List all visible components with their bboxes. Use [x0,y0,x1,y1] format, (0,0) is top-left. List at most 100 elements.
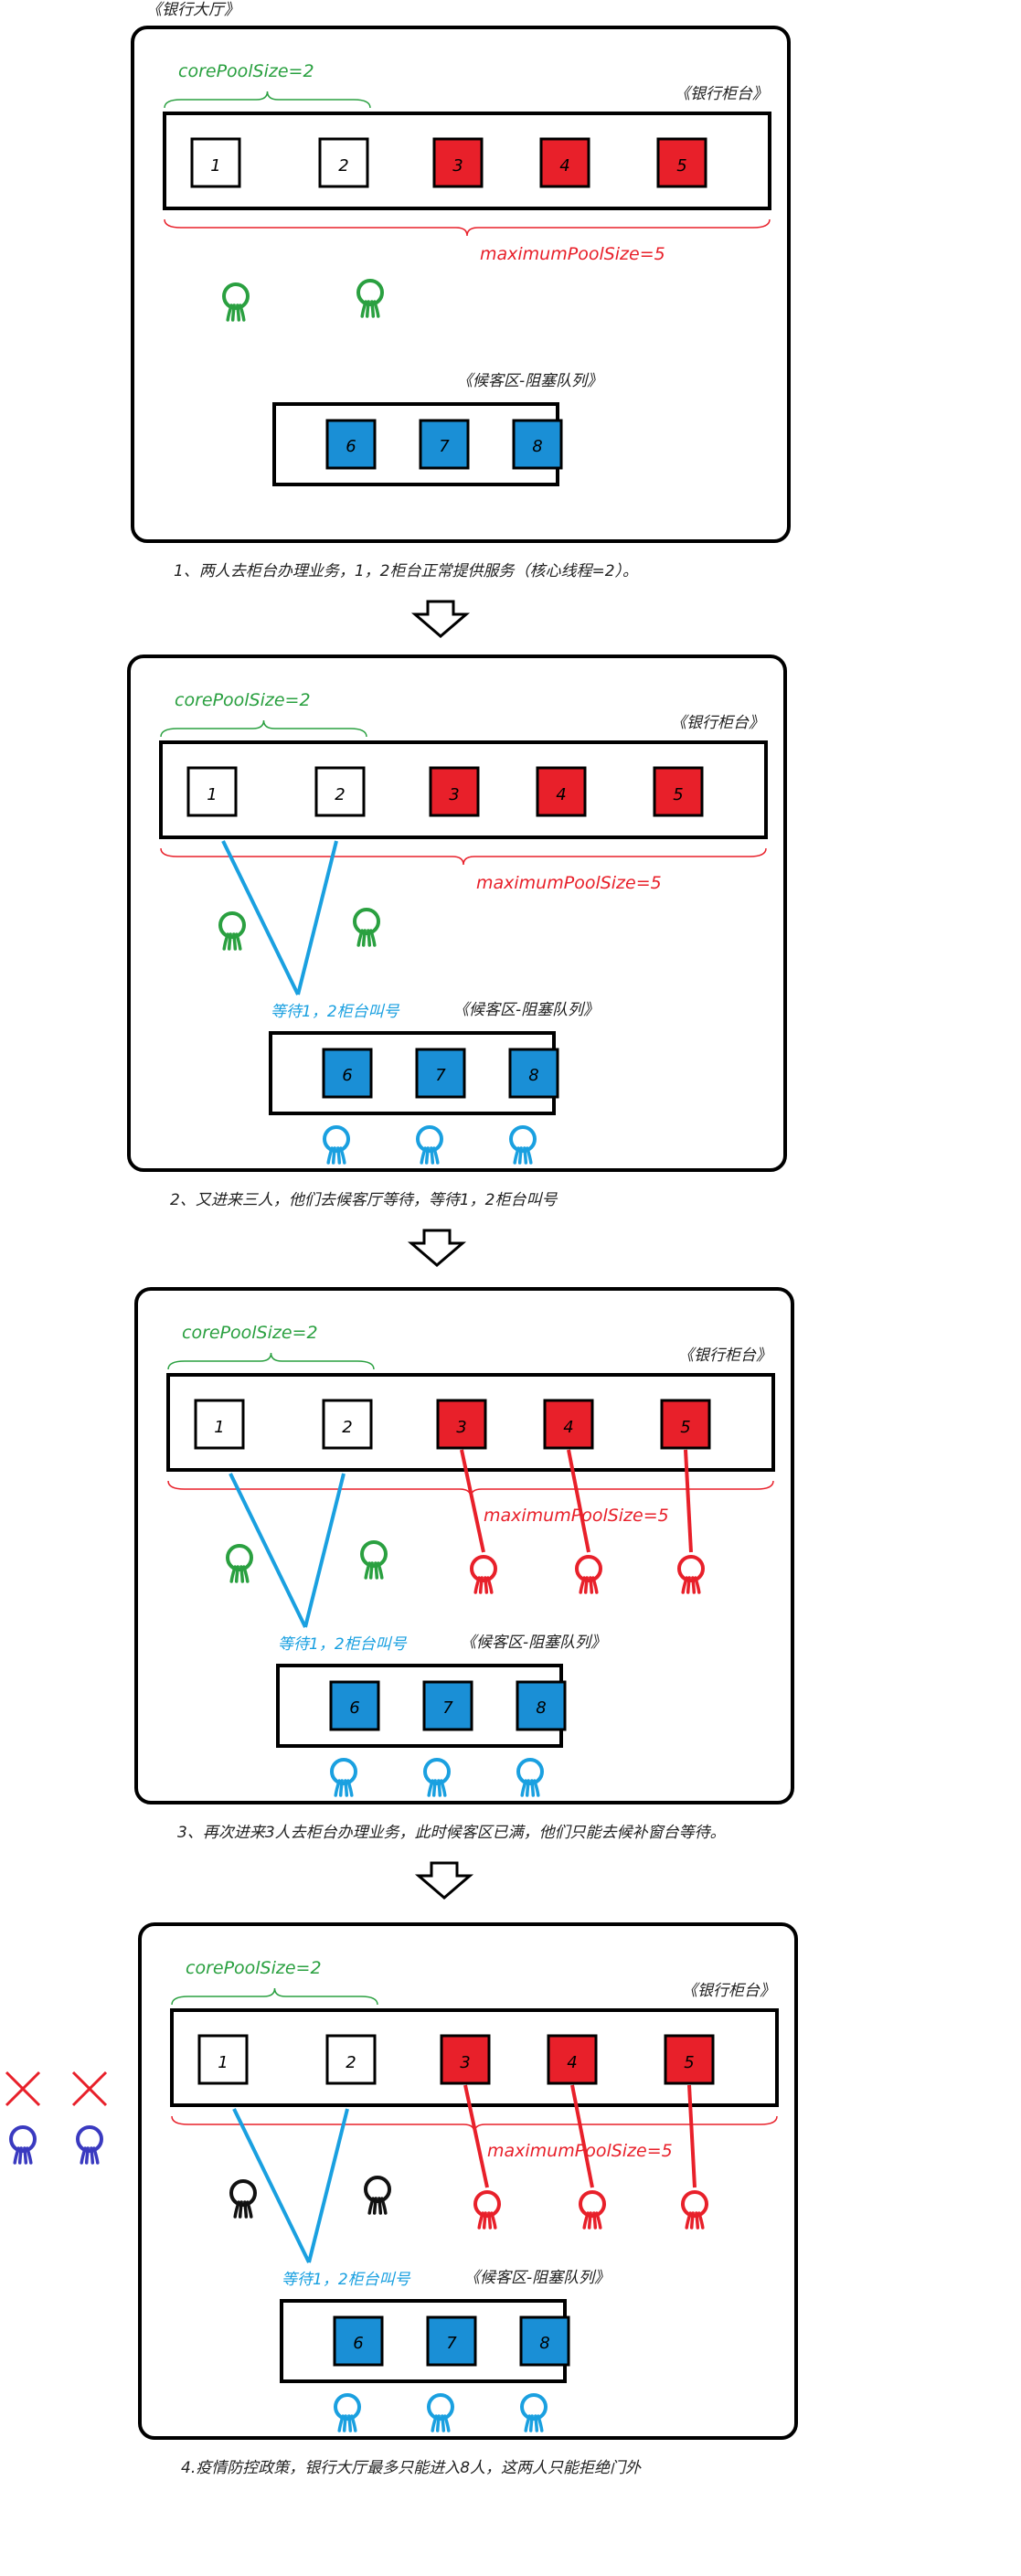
core-pool-label: corePoolSize=2 [182,1323,318,1343]
counter-number: 1 [214,1418,224,1437]
wait-line [232,2108,311,2263]
counter-number: 1 [210,156,220,176]
counter-5 [653,766,704,817]
counter-1 [186,766,238,817]
counter-number: 3 [452,156,463,176]
queue-number: 7 [435,1066,446,1085]
counter-number: 4 [556,785,566,804]
customer-icon [473,2190,501,2230]
hall-frame [138,1922,798,2440]
customer-icon [229,2179,257,2219]
customer-icon [470,1555,497,1594]
customer-icon [330,1758,357,1797]
counter-number: 3 [449,785,459,804]
counter-3 [429,766,480,817]
queue-number: 6 [349,1698,359,1718]
counter-4 [543,1399,594,1450]
max-pool-brace [164,218,771,237]
wait-label: 等待1，2柜台叫号 [271,1003,400,1021]
counter-1 [190,137,241,188]
counter-number: 4 [559,156,569,176]
queue-slot-7 [426,2315,477,2367]
max-thread-line [687,2084,697,2188]
rejected-customer-icon [9,2125,37,2165]
counter-2 [314,766,366,817]
customer-icon [423,1758,451,1797]
wait-line [307,2108,349,2263]
queue-label: 《候客区-阻塞队列》 [464,2269,610,2287]
core-pool-brace [164,90,371,109]
counter-3 [440,2034,491,2085]
counter-5 [660,1399,711,1450]
queue-number: 6 [353,2334,363,2353]
customer-icon [356,279,384,318]
customer-icon [360,1540,388,1580]
customer-icon [222,282,250,322]
queue-number: 7 [446,2334,457,2353]
max-thread-line [460,1449,485,1553]
core-pool-brace [171,1987,378,2006]
hall-frame [131,26,791,543]
counter-label: 《银行柜台》 [671,714,764,732]
counter-number: 3 [456,1418,466,1437]
counter-number: 5 [673,785,683,804]
queue-number: 8 [532,437,542,456]
counter-number: 1 [207,785,217,804]
counter-frame [163,112,771,210]
wait-label: 等待1，2柜台叫号 [278,1635,408,1654]
queue-number: 7 [442,1698,453,1718]
counter-2 [325,2034,377,2085]
core-pool-label: corePoolSize=2 [186,1958,322,1978]
counter-number: 5 [680,1418,690,1437]
counter-number: 5 [676,156,686,176]
caption-step-1: 1、两人去柜台办理业务，1，2柜台正常提供服务（核心线程=2）。 [174,562,638,580]
down-arrow-icon [414,1861,474,1900]
customer-icon [575,1555,602,1594]
wait-line [303,1473,346,1628]
wait-line [296,840,338,995]
queue-label: 《候客区-阻塞队列》 [461,1634,606,1652]
counter-number: 1 [218,2053,228,2072]
queue-slot-6 [329,1680,380,1731]
queue-slot-8 [508,1048,559,1099]
max-pool-brace [160,847,767,866]
down-arrow-icon [410,600,471,638]
counter-1 [197,2034,249,2085]
counter-number: 4 [567,2053,577,2072]
counter-2 [318,137,369,188]
customer-icon [334,2393,361,2432]
core-pool-brace [160,719,367,738]
counter-number: 2 [342,1418,352,1437]
queue-slot-8 [516,1680,567,1731]
caption-step-4: 4.疫情防控政策，银行大厅最多只能进入8人，这两人只能拒绝门外 [181,2459,642,2477]
caption-step-3: 3、再次进来3人去柜台办理业务，此时候客区已满，他们只能去候补窗台等待。 [177,1824,726,1842]
counter-1 [194,1399,245,1450]
counter-5 [664,2034,715,2085]
counter-4 [539,137,590,188]
counter-3 [436,1399,487,1450]
counter-frame [159,740,768,839]
queue-number: 6 [346,437,356,456]
queue-slot-7 [422,1680,473,1731]
max-thread-line [567,1449,590,1553]
core-pool-brace [167,1352,375,1370]
wait-line [221,840,300,995]
queue-slot-7 [419,419,470,470]
wait-label: 等待1，2柜台叫号 [282,2271,411,2289]
down-arrow-icon [407,1229,467,1267]
max-pool-label: maximumPoolSize=5 [484,1506,669,1526]
queue-slot-8 [512,419,563,470]
counter-frame [170,2008,779,2107]
customer-icon [353,908,380,947]
customer-icon [516,1758,544,1797]
max-thread-line [684,1449,693,1553]
hall-title: 《银行大厅》 [146,1,239,19]
customer-icon [579,2190,606,2230]
rejected-customer-icon [76,2125,103,2165]
hall-frame [134,1287,794,1804]
hall-frame [127,655,787,1172]
queue-slot-6 [322,1048,373,1099]
